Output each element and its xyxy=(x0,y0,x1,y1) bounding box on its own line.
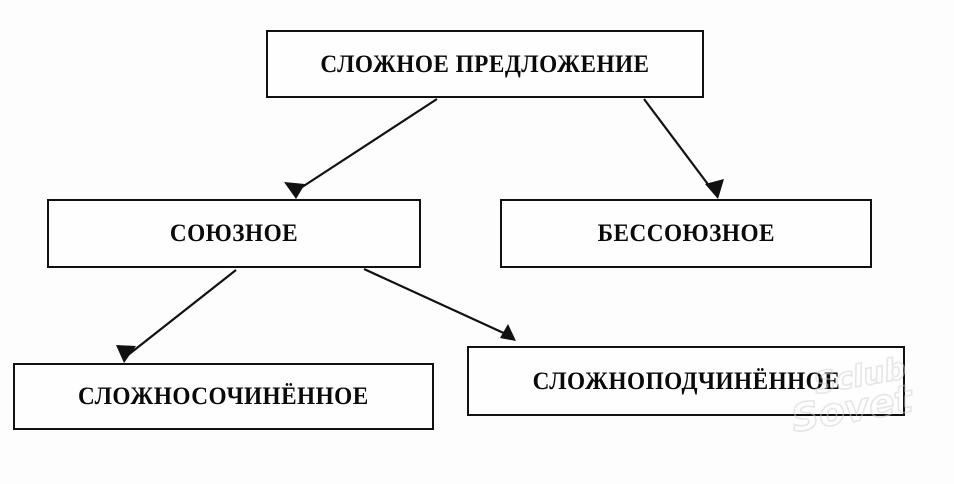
edge-root-to-soyuznoe xyxy=(284,98,438,199)
node-slozhnoe-predlozhenie[interactable]: СЛОЖНОЕ ПРЕДЛОЖЕНИЕ xyxy=(266,30,704,98)
edge-soyuznoe-to-slozhnosochinennoe xyxy=(116,269,237,363)
edge-soyuznoe-to-slozhnopodchinennoe xyxy=(363,268,516,341)
node-slozhnopodchinennoe[interactable]: СЛОЖНОПОДЧИНЁННОЕ xyxy=(467,346,905,416)
node-label: СОЮЗНОЕ xyxy=(169,220,299,247)
node-soyuznoe[interactable]: СОЮЗНОЕ xyxy=(47,199,421,268)
node-label: СЛОЖНОСОЧИНЁННОЕ xyxy=(78,383,369,410)
node-label: СЛОЖНОПОДЧИНЁННОЕ xyxy=(532,367,840,395)
node-bessoyuznoe[interactable]: БЕССОЮЗНОЕ xyxy=(500,199,872,268)
node-slozhnosochinennoe[interactable]: СЛОЖНОСОЧИНЁННОЕ xyxy=(13,363,434,430)
node-label: СЛОЖНОЕ ПРЕДЛОЖЕНИЕ xyxy=(320,50,650,78)
edge-root-to-bessoyuznoe xyxy=(643,98,724,199)
node-label: БЕССОЮЗНОЕ xyxy=(597,220,775,247)
